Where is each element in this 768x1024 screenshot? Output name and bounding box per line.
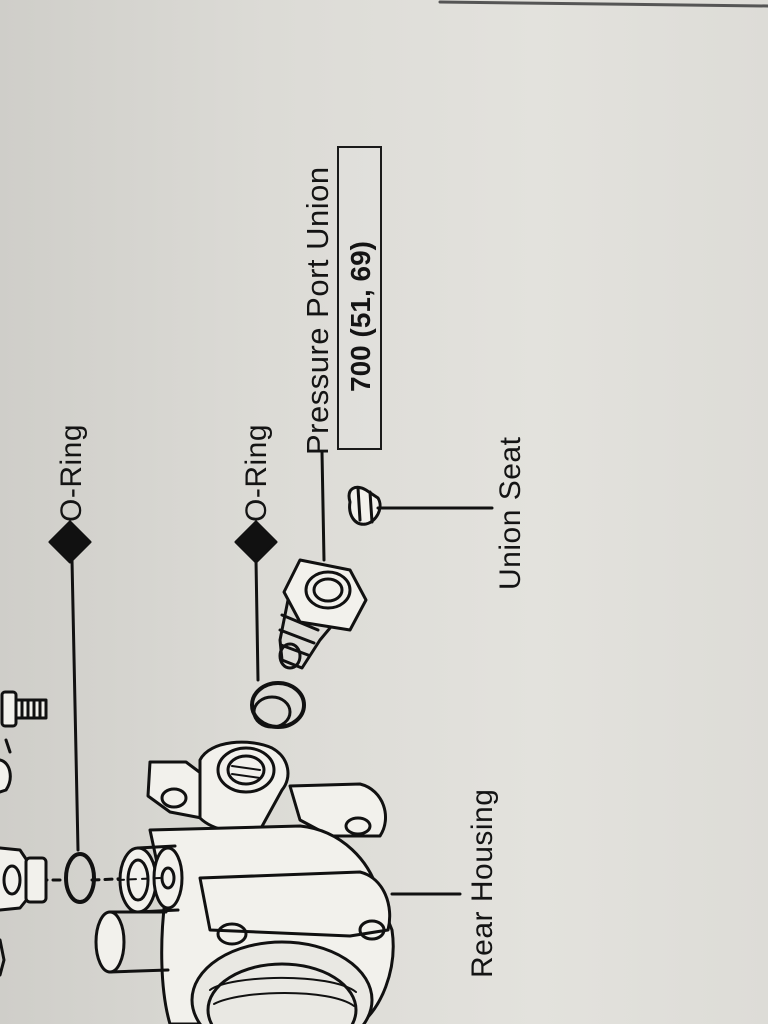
left-fitting-part: [0, 846, 48, 912]
rear-housing-part: [94, 740, 395, 1024]
union-seat-label: Union Seat: [494, 436, 527, 590]
o-ring-1-part: [64, 852, 96, 904]
o-ring-1-marker: [48, 520, 92, 852]
pressure-port-union-part: [278, 558, 368, 670]
o-ring-2-marker: [234, 520, 278, 682]
pressure-port-union-label: Pressure Port Union: [300, 166, 335, 455]
union-seat-part: [347, 485, 494, 526]
torque-spec-value: 700 (51, 69): [345, 241, 376, 392]
o-ring-2-part: [250, 681, 306, 729]
pressure-port-union-leader: [320, 450, 326, 562]
bolt-part: [0, 690, 48, 728]
o-ring-1-label: O-Ring: [55, 423, 88, 522]
rear-housing-label: Rear Housing: [466, 788, 499, 978]
torque-spec-box: [337, 146, 382, 450]
o-ring-2-label: O-Ring: [240, 423, 273, 522]
